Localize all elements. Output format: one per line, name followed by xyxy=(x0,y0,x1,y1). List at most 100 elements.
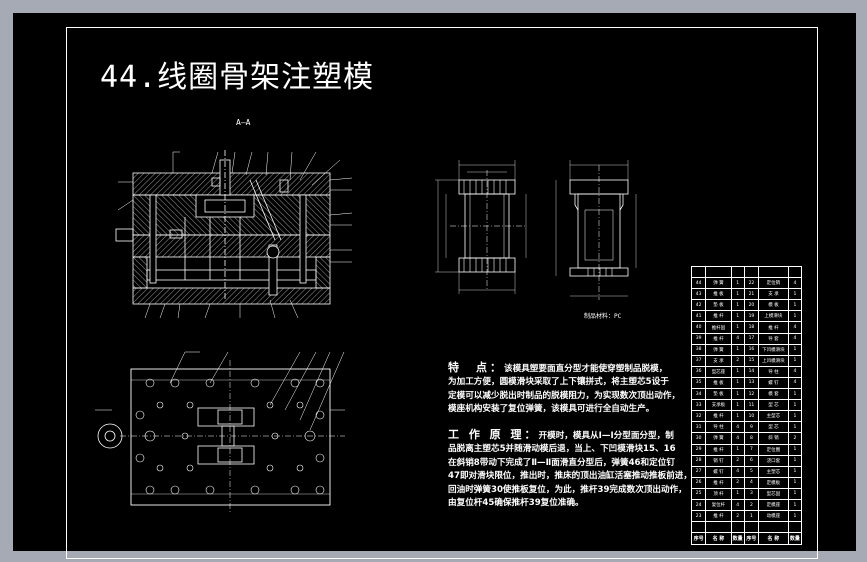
bom-cell: 1 xyxy=(743,510,760,523)
bom-cell: 支 承 xyxy=(705,354,732,367)
features-note: 特 点：该模具塑要面直分型才能使穿塑制品脱模， 为加工方便，圆模滑块采取了上下镶… xyxy=(448,361,681,417)
bom-cell: 1 xyxy=(730,288,745,301)
bom-cell xyxy=(705,265,732,279)
bom-cell: 21 xyxy=(743,288,760,301)
bom-cell: 1 xyxy=(730,399,745,412)
bom-cell: 1 xyxy=(730,410,745,423)
bom-cell: 弹 簧 xyxy=(705,277,732,290)
bom-cell: 垫 板 xyxy=(705,299,732,312)
bom-cell: 2 xyxy=(730,354,745,367)
bom-cell: 35 xyxy=(690,376,707,390)
bom-cell: 名 称 xyxy=(758,532,789,545)
bom-cell: 上凹模滑块 xyxy=(758,354,789,367)
bom-cell: 1 xyxy=(730,277,745,290)
bom-cell: 4 xyxy=(787,277,803,290)
bom-cell: 31 xyxy=(690,421,707,434)
bom-cell: 垫 板 xyxy=(705,388,732,401)
bom-cell: 40 xyxy=(690,321,707,334)
bom-cell: 1 xyxy=(730,376,745,390)
bom-cell xyxy=(758,521,789,534)
bom-cell: 螺 钉 xyxy=(758,376,789,390)
drawing-frame xyxy=(66,27,818,559)
bom-cell: 推 板 xyxy=(705,288,732,301)
bom-cell: 1 xyxy=(787,288,803,301)
part-front-view xyxy=(435,160,527,294)
principle-line: 47即对滑块限位，推出时，推床的顶出油缸活塞推动推板前进， xyxy=(448,471,692,482)
bom-cell xyxy=(758,265,789,279)
bom-cell: 9 xyxy=(743,421,760,434)
bom-cell: 数量 xyxy=(787,532,803,545)
bom-cell: 1 xyxy=(730,310,745,323)
bom-cell: 主型芯 xyxy=(758,410,789,423)
bom-cell: 1 xyxy=(730,299,745,312)
bom-cell: 型芯座 xyxy=(705,365,732,378)
bom-cell: 1 xyxy=(787,388,803,401)
bom-cell: 推 杆 xyxy=(705,510,732,523)
bom-cell: 推 杆 xyxy=(758,321,789,334)
bom-cell: 25 xyxy=(690,487,707,500)
features-line: 定模可以减少脱出时制品的脱模阻力，为实现数次顶出动作， xyxy=(448,390,681,401)
bom-cell: 23 xyxy=(690,510,707,523)
bom-row xyxy=(690,265,803,279)
bom-cell: 定位圈 xyxy=(758,443,789,456)
bom-cell: 型 芯 xyxy=(758,399,789,412)
bom-cell: 2 xyxy=(730,454,745,467)
bom-cell: 序号 xyxy=(690,532,707,545)
bom-cell: 4 xyxy=(730,498,745,512)
bom-cell xyxy=(787,265,803,279)
features-line: 模座机构安装了复位弹簧，该模具可进行全自动生产。 xyxy=(448,404,655,415)
bom-cell: 16 xyxy=(743,343,760,356)
principle-note: 工 作 原 理：开模时，模具从Ⅰ—Ⅰ分型面分型，制 品脱离主塑芯5并随滑动模后退… xyxy=(448,428,692,510)
section-view xyxy=(115,150,353,319)
bom-cell: 1 xyxy=(730,343,745,356)
bom-cell: 模 板 xyxy=(758,299,789,312)
bom-cell: 15 xyxy=(743,354,760,367)
bom-cell: 18 xyxy=(743,321,760,334)
features-heading: 特 点： xyxy=(448,361,504,374)
principle-line: 由复位杆45确保推杆39复位准确。 xyxy=(448,498,584,509)
bom-cell: 1 xyxy=(787,454,803,467)
bom-cell: 型芯固 xyxy=(758,487,789,500)
bom-cell: 推杆固 xyxy=(705,321,732,334)
bom-cell: 29 xyxy=(690,443,707,456)
bom-cell: 复位杆 xyxy=(705,498,732,512)
part-side-view xyxy=(555,160,637,300)
bom-cell: 支 承 xyxy=(758,288,789,301)
bom-cell: 37 xyxy=(690,354,707,367)
bom-cell: 1 xyxy=(787,498,803,512)
bom-cell: 19 xyxy=(743,310,760,323)
bom-cell: 1 xyxy=(787,410,803,423)
bom-cell: 型 芯 xyxy=(758,421,789,434)
bom-cell xyxy=(730,265,745,279)
bom-row xyxy=(690,521,803,534)
bom-row: 序号名 称数量序号名 称数量 xyxy=(690,532,803,545)
bom-cell: 1 xyxy=(730,443,745,456)
bom-cell: 数量 xyxy=(730,532,745,545)
bom-cell: 4 xyxy=(730,432,745,445)
bom-cell: 4 xyxy=(787,332,803,345)
bom-cell: 12 xyxy=(743,388,760,401)
bom-cell: 2 xyxy=(743,498,760,512)
bom-cell: 2 xyxy=(730,476,745,489)
drawing-title: 44.线圈骨架注塑模 xyxy=(100,60,375,95)
bom-cell: 44 xyxy=(690,277,707,290)
bom-cell: 39 xyxy=(690,332,707,345)
bom-cell: 32 xyxy=(690,410,707,423)
bom-cell: 42 xyxy=(690,299,707,312)
bom-cell: 4 xyxy=(743,476,760,489)
bom-cell: 1 xyxy=(787,443,803,456)
bom-cell xyxy=(787,521,803,534)
bom-cell xyxy=(730,521,745,534)
